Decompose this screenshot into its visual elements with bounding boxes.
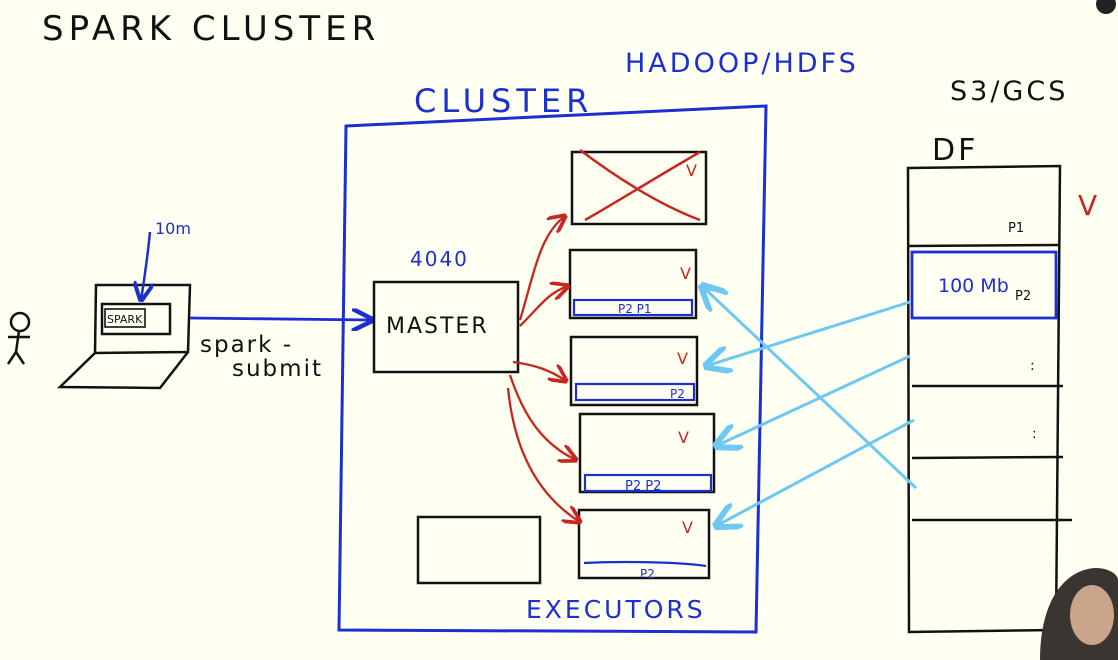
spark-submit-label-line1: spark - xyxy=(200,332,293,358)
executor-4-partitions: P2 P2 xyxy=(625,479,661,494)
dataframe-column xyxy=(906,164,1072,634)
s3-gcs-label: S3/GCS xyxy=(950,76,1068,107)
executor-4-check-mark: V xyxy=(678,428,689,447)
cluster-label: CLUSTER xyxy=(414,82,593,120)
dataframe-row-ellipsis-2: : xyxy=(1032,426,1037,442)
hadoop-hdfs-label: HADOOP/HDFS xyxy=(625,48,859,79)
dataframe-row-p2-label: P2 xyxy=(1015,289,1031,304)
failed-cross-icon xyxy=(579,148,701,222)
presenter-webcam-thumbnail xyxy=(1040,568,1118,660)
partition-to-executor-arrows xyxy=(702,286,918,526)
spare-node xyxy=(416,515,542,585)
laptop-screen-label: SPARK xyxy=(107,313,143,326)
spark-submit-label-line2: submit xyxy=(232,356,323,382)
note-arrow xyxy=(141,231,150,300)
dataframe-row-ellipsis-1: : xyxy=(1030,358,1035,374)
executor-5-check-mark: V xyxy=(682,518,693,537)
user-icon xyxy=(6,311,31,365)
executor-node-5: P2 V xyxy=(577,508,711,581)
master-node xyxy=(372,280,520,374)
dataframe-row-p1-label: P1 xyxy=(1008,221,1024,236)
camera-indicator-icon xyxy=(1096,0,1116,14)
executor-1-check-mark: V xyxy=(686,161,697,180)
executor-2-partitions: P2 P1 xyxy=(618,302,652,316)
executor-node-2: P2 P1 V xyxy=(568,248,698,320)
executor-node-3: P2 V xyxy=(569,335,699,407)
executor-3-check-mark: V xyxy=(677,349,688,368)
master-port-label: 4040 xyxy=(410,247,469,271)
cluster-boundary xyxy=(337,104,768,634)
executor-3-partitions: P2 xyxy=(670,387,685,401)
executor-node-1: V xyxy=(570,148,708,226)
master-to-executor-arrows xyxy=(506,216,580,522)
laptop-note-label: 10m xyxy=(155,219,191,238)
spark-submit-arrow xyxy=(189,318,372,320)
laptop-icon xyxy=(56,283,192,390)
executors-label: EXECUTORS xyxy=(526,595,706,624)
dataframe-size-label: 100 Mb xyxy=(938,275,1009,297)
executor-node-4: P2 P2 V xyxy=(578,412,716,494)
executor-5-partitions: P2 xyxy=(640,567,655,581)
master-label: MASTER xyxy=(386,314,489,339)
page-title: SPARK CLUSTER xyxy=(42,9,380,49)
executor-2-check-mark: V xyxy=(680,264,691,283)
dataframe-check-mark: V xyxy=(1078,189,1097,222)
dataframe-label: DF xyxy=(932,133,978,168)
dataframe-partition-highlight xyxy=(910,250,1058,320)
